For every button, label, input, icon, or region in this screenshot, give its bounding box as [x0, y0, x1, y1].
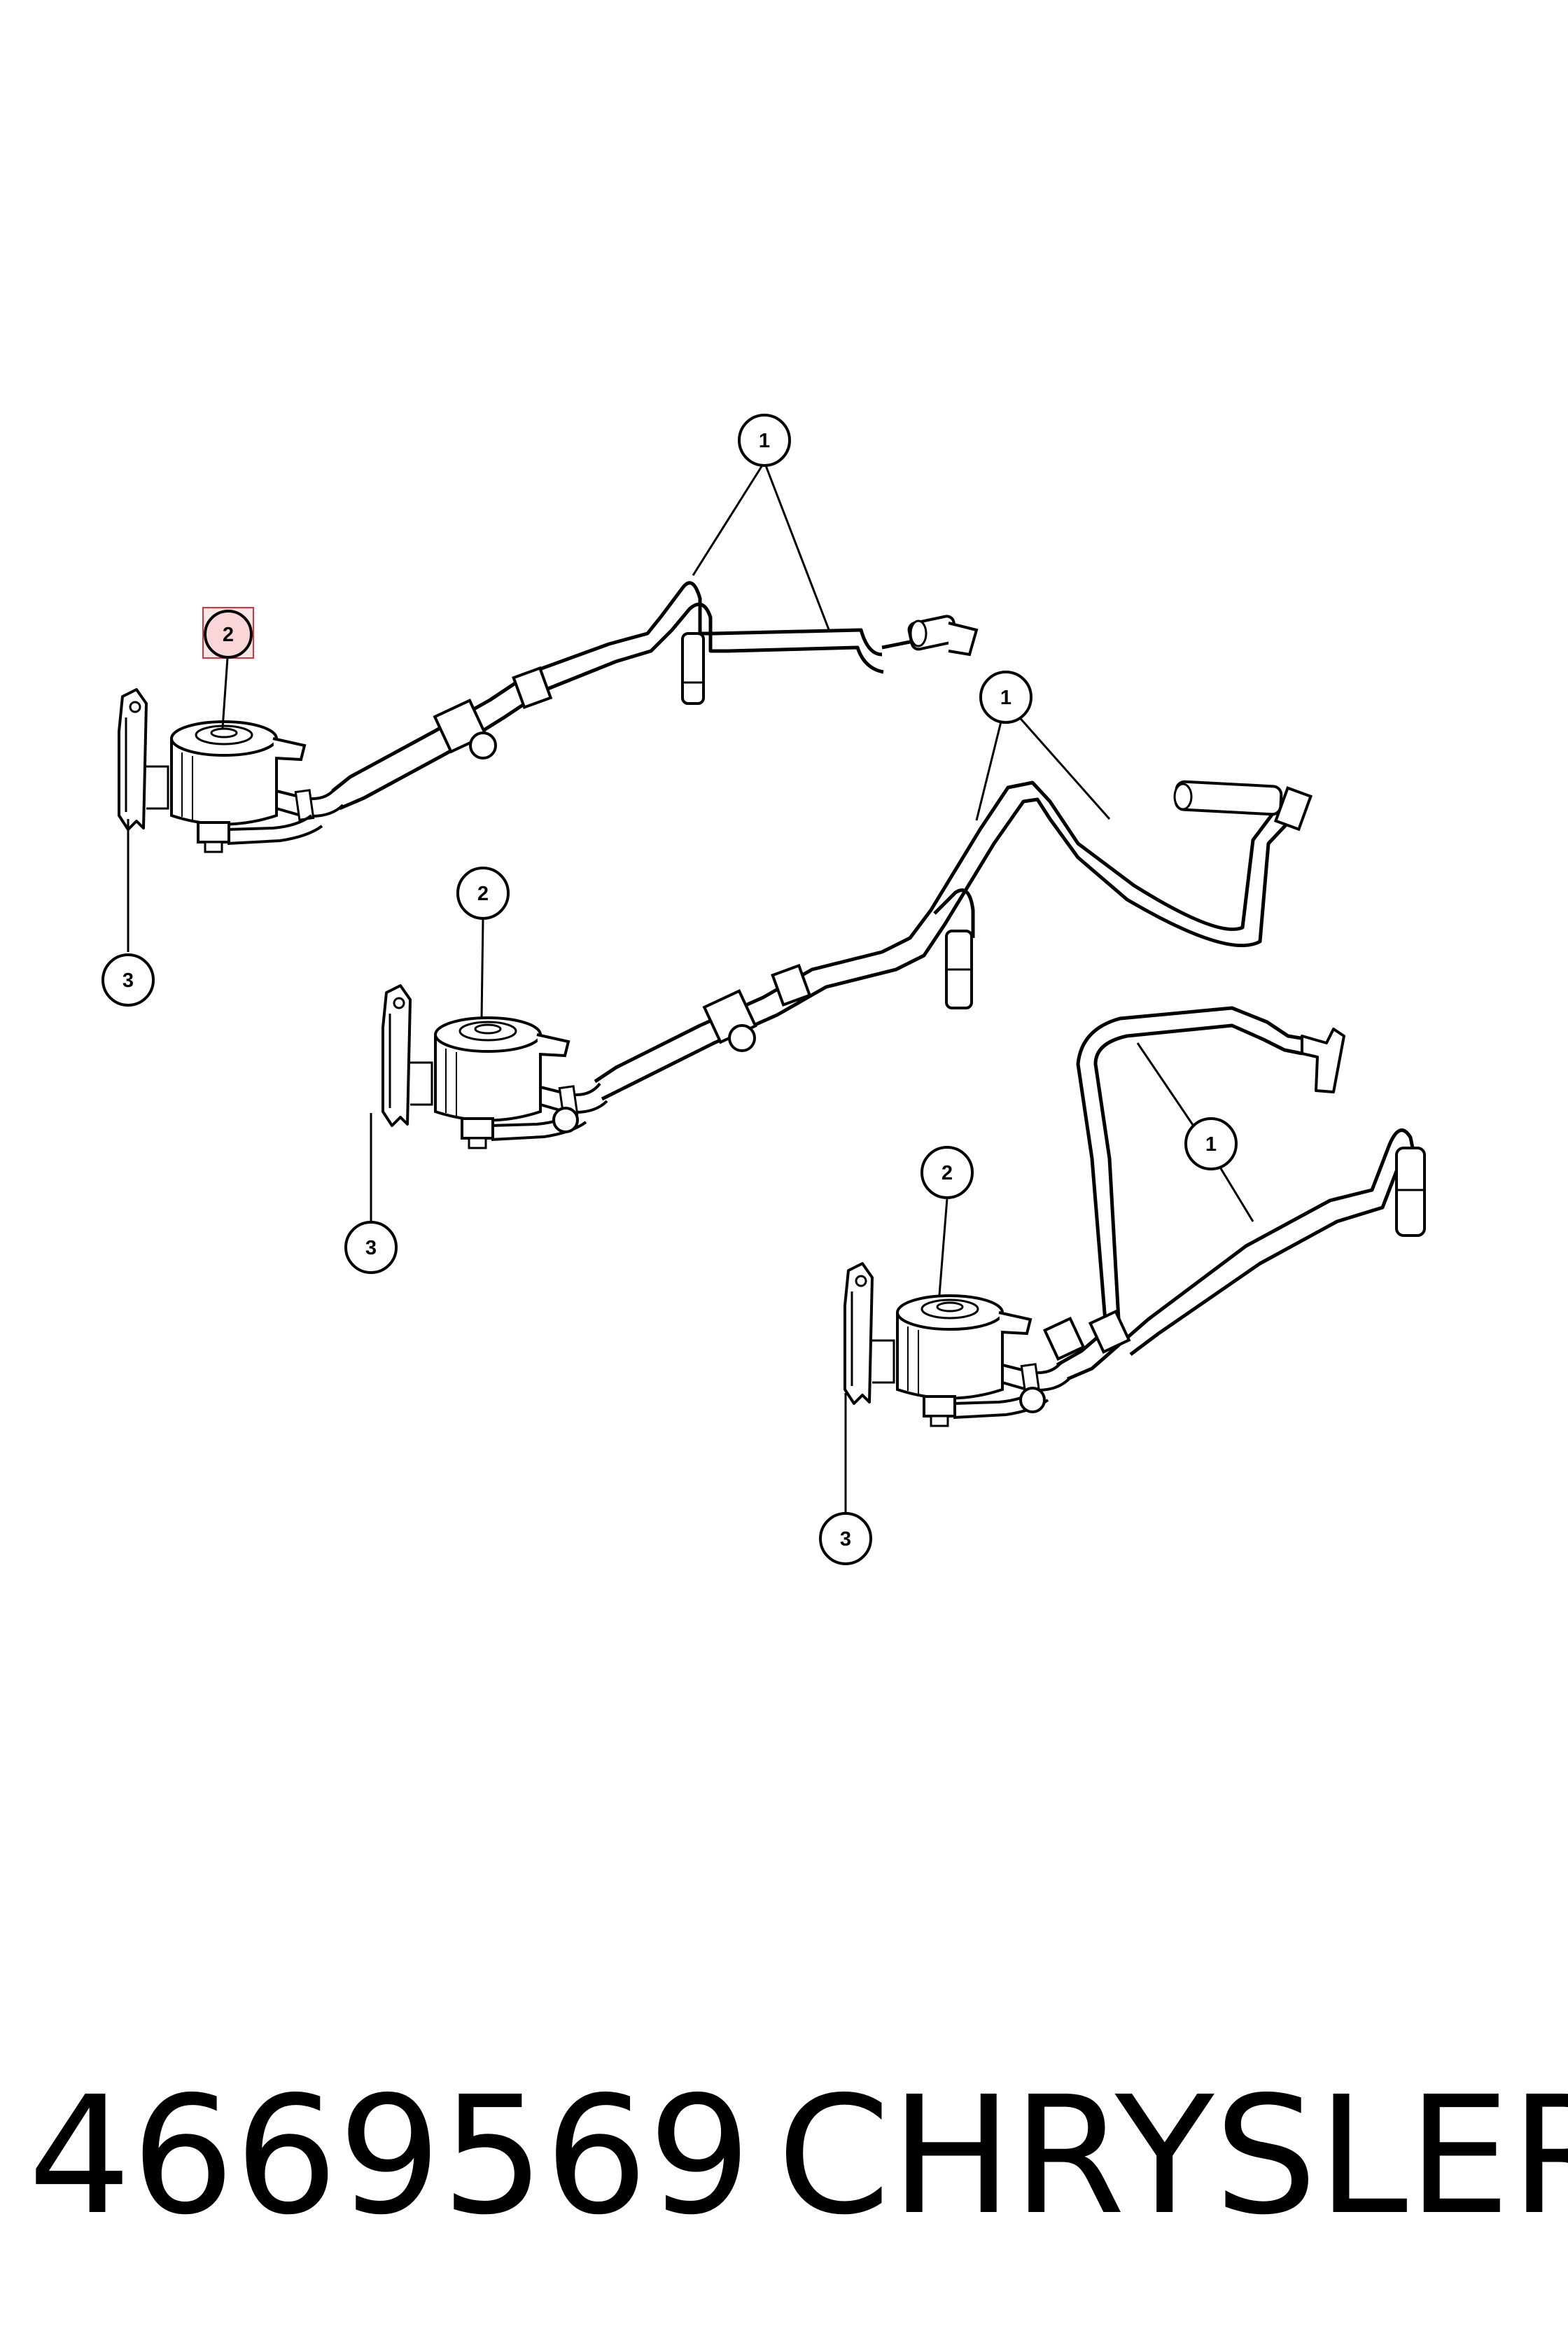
brand-name: CHRYSLER [777, 2062, 1568, 2250]
callout-2-upper-left-highlighted[interactable]: 2 [202, 607, 254, 659]
callout-3-upper-left[interactable]: 3 [102, 953, 155, 1007]
svg-text:2: 2 [941, 1162, 953, 1184]
svg-text:3: 3 [365, 1237, 377, 1259]
part-number: 4669569 [28, 2062, 752, 2250]
callout-3-lower-right[interactable]: 3 [819, 1512, 872, 1565]
callout-1-upper-left[interactable]: 1 [738, 414, 791, 467]
svg-text:3: 3 [122, 969, 134, 992]
callout-2-middle[interactable]: 2 [456, 867, 510, 920]
callout-2-lower-right[interactable]: 2 [920, 1146, 974, 1199]
svg-text:1: 1 [1205, 1133, 1217, 1156]
svg-text:3: 3 [840, 1528, 851, 1550]
svg-text:2: 2 [223, 624, 234, 646]
callout-1-lower-right[interactable]: 1 [1184, 1117, 1238, 1170]
svg-text:1: 1 [1000, 687, 1011, 709]
svg-text:1: 1 [759, 430, 770, 452]
callout-3-middle[interactable]: 3 [344, 1221, 398, 1274]
svg-text:2: 2 [477, 883, 489, 905]
assembly-middle [370, 701, 1313, 1222]
assembly-lower-right [844, 1006, 1426, 1512]
callout-1-middle[interactable]: 1 [979, 671, 1032, 724]
assembly-upper-left [118, 461, 979, 952]
